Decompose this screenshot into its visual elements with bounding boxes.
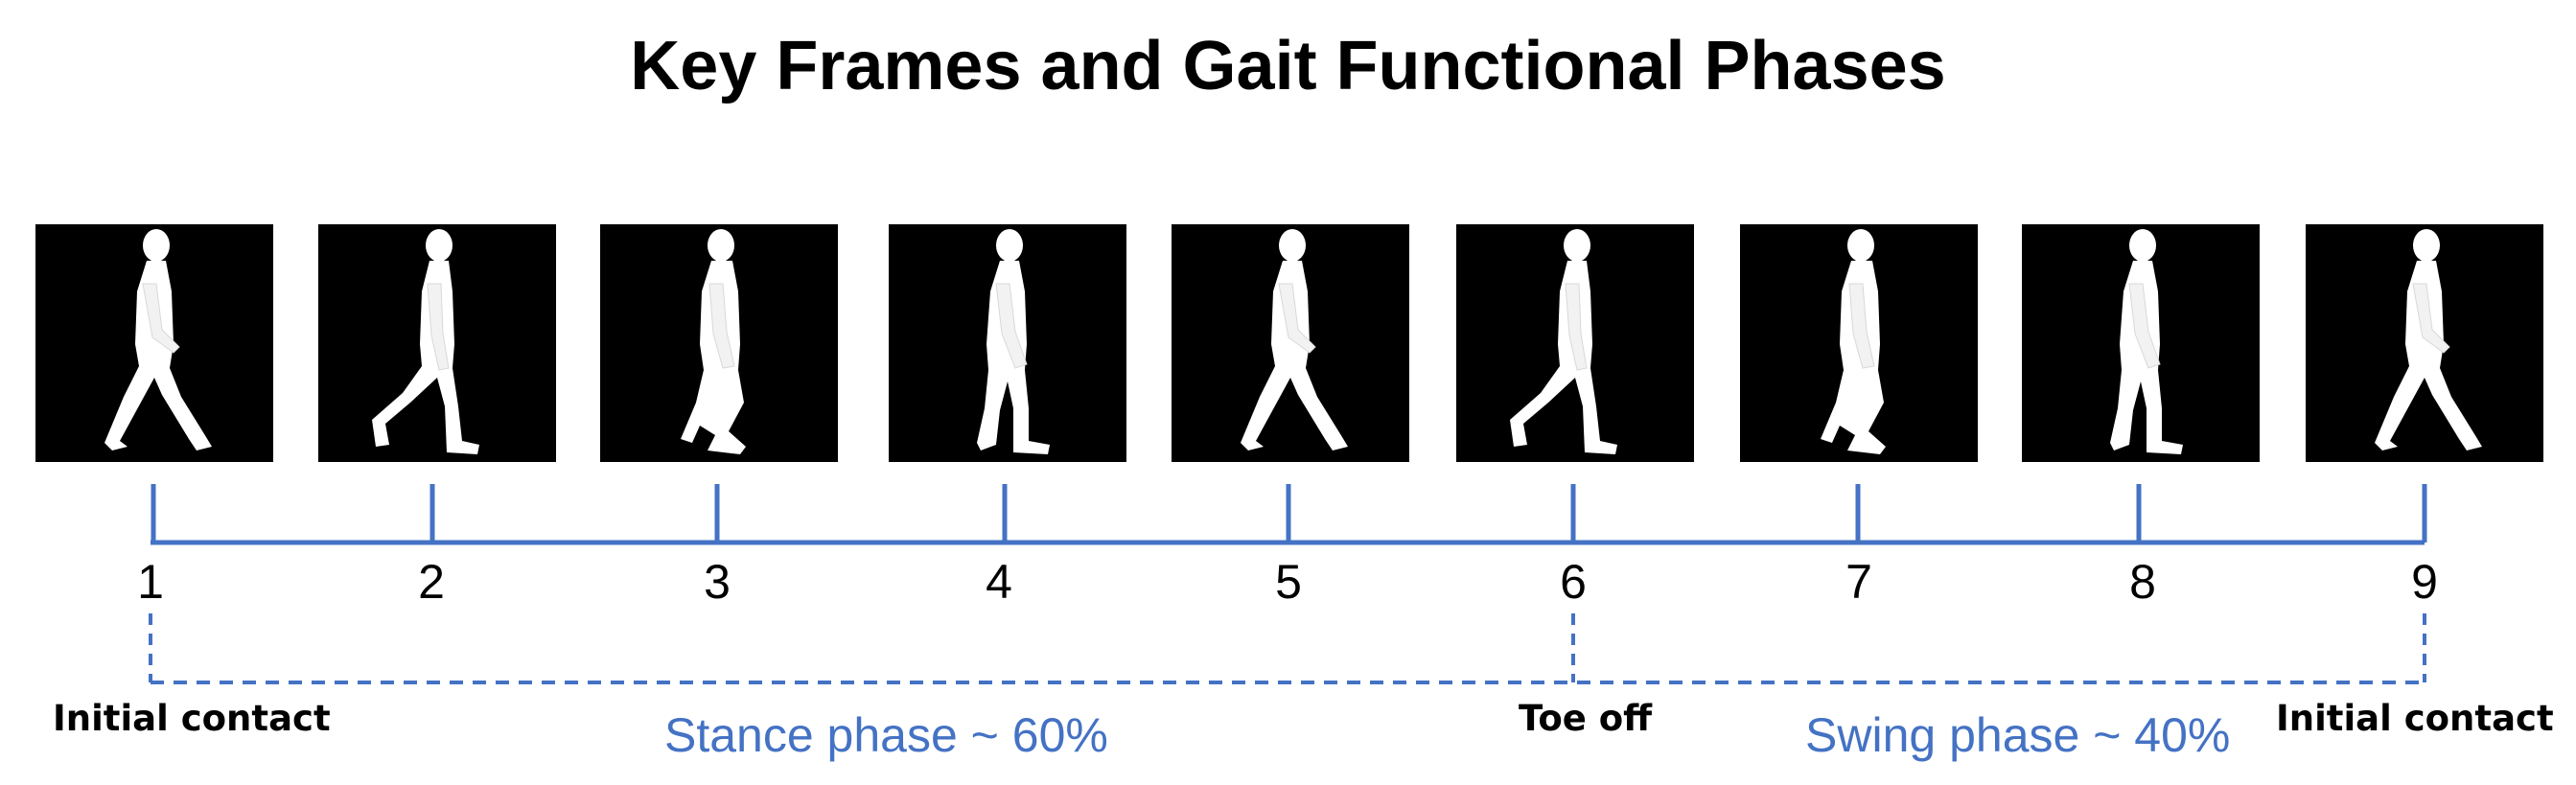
phase-label-swing: Swing phase ~ 40%	[1805, 708, 2231, 762]
frame-image-4	[889, 224, 1126, 462]
silhouette-arm	[1278, 283, 1316, 354]
silhouette-head	[2413, 229, 2440, 262]
frame-number-9: 9	[2411, 555, 2438, 609]
phase-label-stance: Stance phase ~ 60%	[664, 708, 1108, 762]
frame-number-4: 4	[986, 555, 1012, 609]
silhouette-head	[143, 229, 170, 262]
silhouette-body	[104, 261, 212, 450]
frame-image-8	[2022, 224, 2260, 462]
silhouette-head	[426, 229, 453, 262]
frame-number-7: 7	[1845, 555, 1872, 609]
walking-silhouette-8	[2110, 229, 2183, 454]
silhouette-body	[1821, 261, 1886, 454]
silhouette-body	[372, 261, 479, 454]
frame-image-1	[35, 224, 273, 462]
silhouette-head	[1279, 229, 1306, 262]
silhouette-arm	[708, 283, 735, 369]
walking-silhouette-2	[372, 229, 479, 454]
event-label-initial-contact-start: Initial contact	[53, 698, 331, 739]
frame-image-9	[2306, 224, 2543, 462]
frame-image-2	[318, 224, 556, 462]
frame-number-6: 6	[1560, 555, 1587, 609]
walking-silhouette-1	[104, 229, 212, 450]
silhouette-body	[681, 261, 746, 454]
silhouette-arm	[2128, 283, 2161, 369]
timeline-ticks	[151, 484, 2427, 543]
walking-silhouette-6	[1510, 229, 1617, 454]
frame-number-5: 5	[1275, 555, 1302, 609]
silhouette-head	[996, 229, 1023, 262]
silhouette-arm	[2412, 283, 2450, 354]
diagram-title: Key Frames and Gait Functional Phases	[630, 28, 1946, 104]
walking-silhouette-7	[1821, 229, 1886, 454]
silhouette-arm	[1565, 283, 1588, 371]
event-label-toe-off: Toe off	[1519, 698, 1653, 739]
frame-image-3	[600, 224, 838, 462]
walking-silhouette-5	[1241, 229, 1348, 450]
silhouette-arm	[995, 283, 1028, 369]
walking-silhouette-4	[977, 229, 1050, 454]
silhouette-head	[708, 229, 734, 262]
event-label-initial-contact-end: Initial contact	[2276, 698, 2554, 739]
frame-image-7	[1740, 224, 1978, 462]
silhouette-body	[1241, 261, 1348, 450]
frame-number-1: 1	[137, 555, 164, 609]
walking-silhouette-3	[681, 229, 746, 454]
silhouette-head	[1564, 229, 1590, 262]
frame-image-6	[1456, 224, 1694, 462]
frame-number-2: 2	[418, 555, 445, 609]
silhouette-head	[1847, 229, 1874, 262]
silhouette-arm	[142, 283, 180, 354]
frame-number-8: 8	[2129, 555, 2156, 609]
silhouette-arm	[1848, 283, 1875, 369]
walking-silhouette-9	[2375, 229, 2482, 450]
frame-number-3: 3	[704, 555, 731, 609]
silhouette-body	[2375, 261, 2482, 450]
silhouette-arm	[427, 283, 450, 371]
silhouette-body	[1510, 261, 1617, 454]
silhouette-head	[2129, 229, 2156, 262]
frame-image-5	[1172, 224, 1409, 462]
